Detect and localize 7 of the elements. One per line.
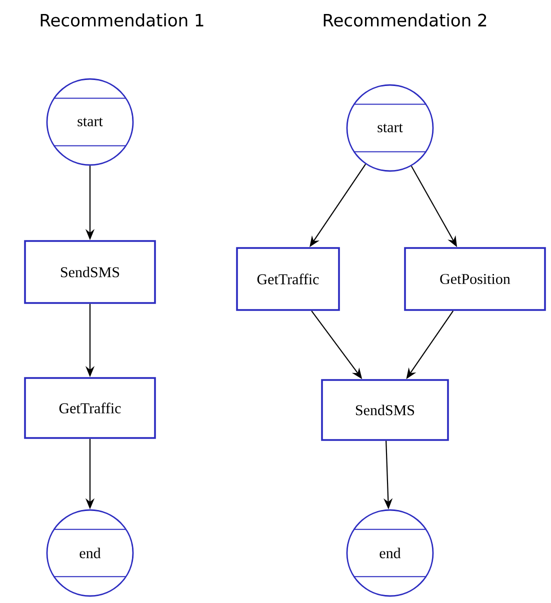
task-box: SendSMS bbox=[321, 379, 449, 441]
task-box: SendSMS bbox=[24, 240, 156, 304]
task-box: GetTraffic bbox=[236, 247, 340, 311]
heading: Recommendation 1 bbox=[40, 13, 204, 27]
task-box: GetTraffic bbox=[24, 377, 156, 439]
heading: Recommendation 2 bbox=[324, 13, 486, 27]
task-box: GetPosition bbox=[404, 247, 546, 311]
